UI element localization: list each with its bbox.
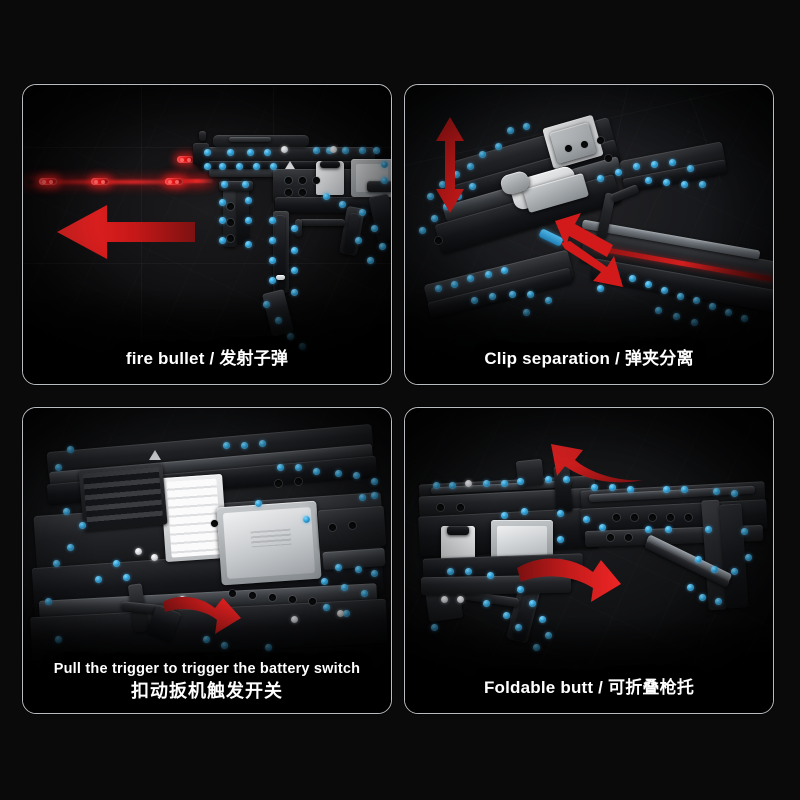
panel-image-clip-separation: Clip separation / 弹夹分离 <box>405 85 773 384</box>
panel-fire-bullet[interactable]: fire bullet / 发射子弹 <box>22 84 392 385</box>
brick-gun-model <box>23 85 391 384</box>
arrow-vertical-double <box>436 117 464 213</box>
brick-trigger-model <box>23 408 391 713</box>
arrow-curved-right-trigger <box>163 596 241 634</box>
brand-logo <box>149 450 161 460</box>
arrow-diagonal-down-right <box>561 241 623 287</box>
arrow-curved-right-stock <box>517 558 621 602</box>
arrow-curved-up-left <box>551 444 643 483</box>
feature-panel-grid: fire bullet / 发射子弹 <box>22 84 774 714</box>
brand-logo <box>285 161 295 169</box>
panel-image-foldable-butt: Foldable butt / 可折叠枪托 <box>405 408 773 713</box>
panel-trigger-battery-switch[interactable]: Pull the trigger to trigger the battery … <box>22 407 392 714</box>
panel-image-trigger-battery-switch: Pull the trigger to trigger the battery … <box>23 408 391 713</box>
panel-image-fire-bullet: fire bullet / 发射子弹 <box>23 85 391 384</box>
panel-clip-separation[interactable]: Clip separation / 弹夹分离 <box>404 84 774 385</box>
panel-foldable-butt[interactable]: Foldable butt / 可折叠枪托 <box>404 407 774 714</box>
